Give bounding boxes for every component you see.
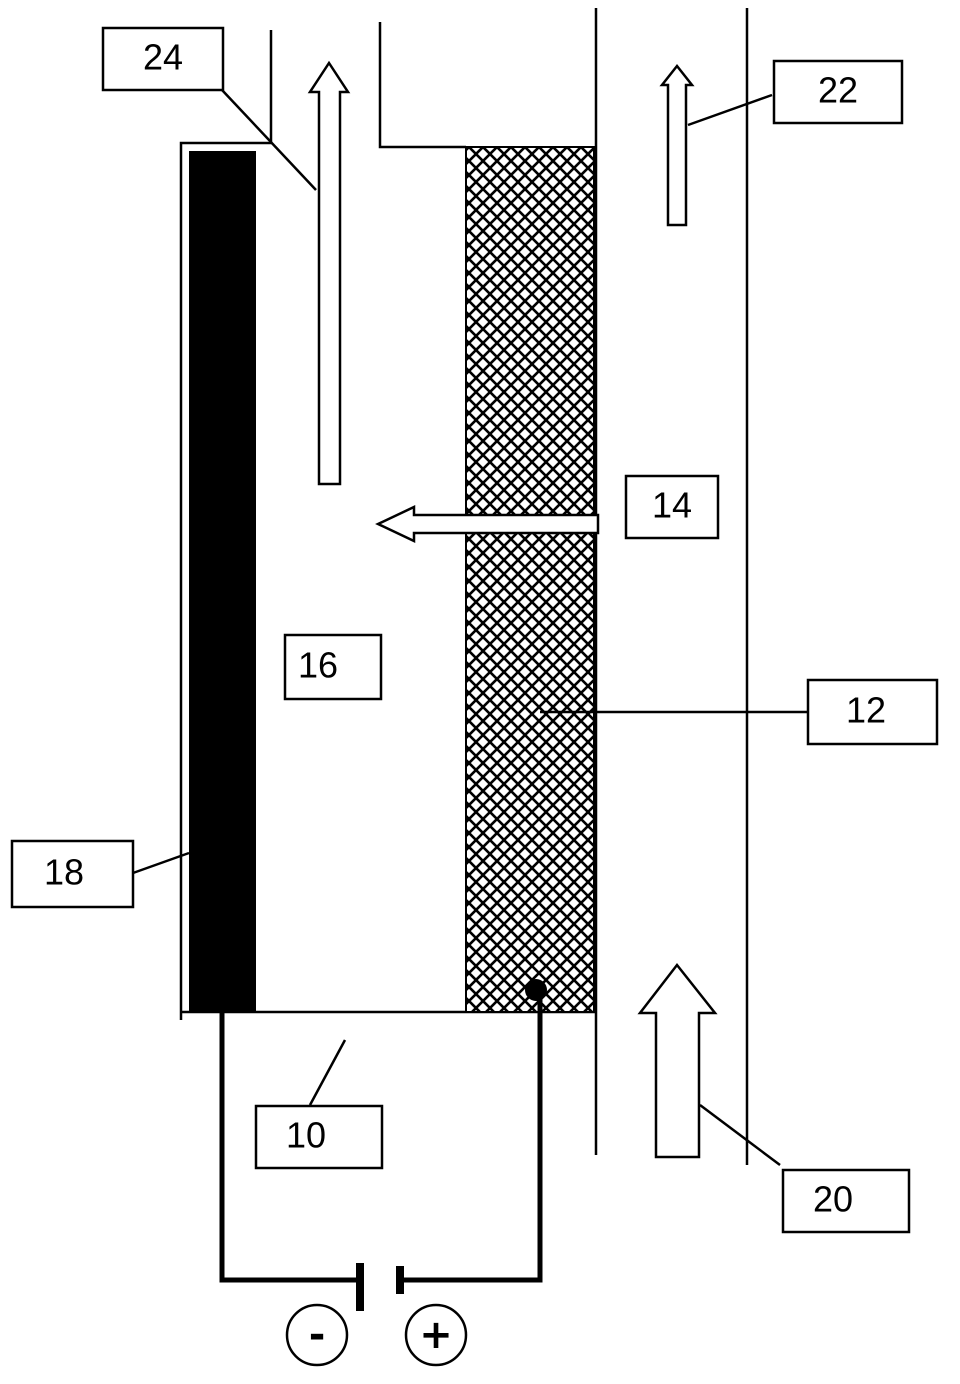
label-18: 18: [10, 839, 135, 909]
label-14: 14: [624, 474, 720, 540]
svg-text:24: 24: [143, 37, 183, 78]
svg-text:22: 22: [818, 70, 858, 111]
label-10: 10: [254, 1104, 384, 1170]
label-20: 20: [781, 1168, 911, 1234]
external-circuit: [219, 979, 547, 1283]
battery-icon: [356, 1263, 404, 1311]
svg-text:16: 16: [298, 645, 338, 686]
positive-sign: +: [419, 1312, 453, 1358]
up-arrow-icon: [659, 63, 695, 227]
negative-terminal: -: [285, 1303, 349, 1367]
svg-text:18: 18: [44, 852, 84, 893]
label-16: 16: [283, 633, 383, 701]
up-arrow-icon: [637, 962, 718, 1159]
porous-membrane: [465, 146, 595, 1013]
positive-terminal: +: [404, 1303, 468, 1367]
up-arrow-icon: [307, 60, 351, 486]
leader-lines: [132, 89, 808, 1166]
label-12: 12: [806, 678, 939, 746]
label-22: 22: [772, 59, 904, 125]
svg-text:14: 14: [652, 485, 692, 526]
svg-text:20: 20: [813, 1179, 853, 1220]
electrode-plate: [189, 151, 256, 1012]
label-24: 24: [101, 26, 225, 92]
svg-text:12: 12: [846, 690, 886, 731]
negative-sign: -: [309, 1312, 326, 1358]
svg-text:10: 10: [286, 1115, 326, 1156]
left-arrow-icon: [375, 505, 600, 543]
